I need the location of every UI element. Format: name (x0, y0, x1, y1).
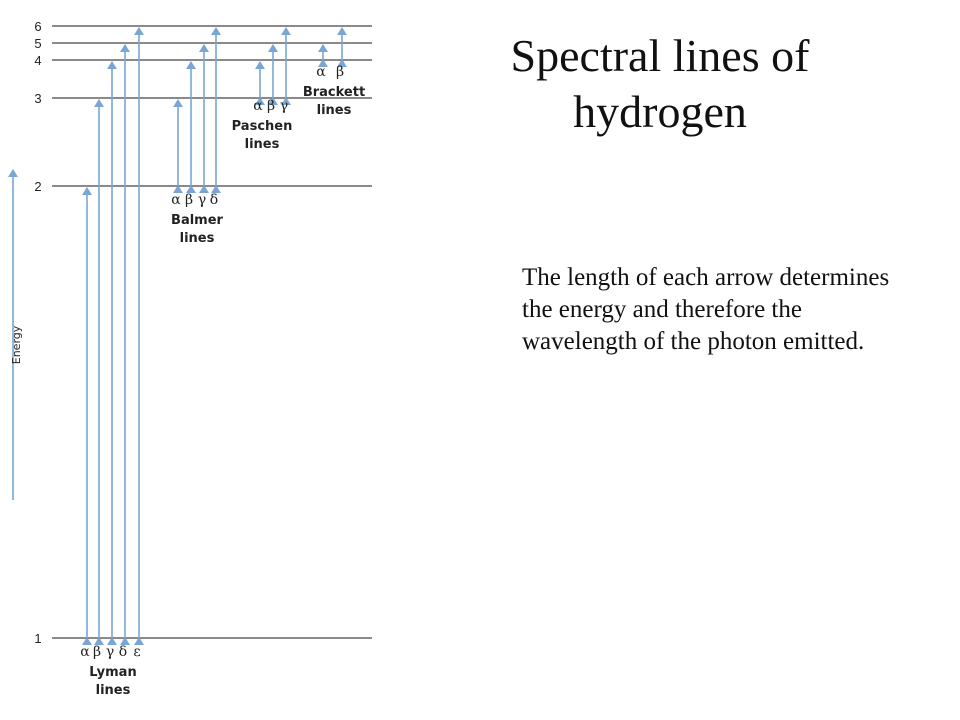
balmer-greek-label: β (185, 192, 193, 208)
lyman-greek-label: δ (119, 644, 127, 660)
slide-title-line-2: hydrogen (573, 86, 747, 137)
lyman-greek-label: ε (133, 644, 140, 660)
slide-title-line-1: Spectral lines of (510, 30, 810, 81)
energy-level-number: 2 (34, 179, 41, 194)
lyman-series-label: Lyman (89, 665, 136, 680)
energy-level-number: 3 (34, 91, 41, 106)
paschen-greek-label: β (267, 98, 275, 114)
brackett-greek-label: β (336, 64, 344, 80)
slide-title: Spectral lines of hydrogen (440, 28, 880, 140)
balmer-greek-label: δ (210, 192, 218, 208)
balmer-series-label-line2: lines (180, 231, 215, 246)
energy-axis-label: Energy (10, 325, 23, 364)
lyman-series-label-line2: lines (96, 683, 131, 698)
balmer-series-label: Balmer (171, 213, 224, 228)
brackett-series-label-line2: lines (317, 103, 352, 118)
energy-level-number: 5 (34, 36, 41, 51)
brackett-greek-label: α (316, 64, 326, 80)
lyman-greek-label: α (80, 644, 90, 660)
paschen-series-label-line2: lines (245, 137, 280, 152)
paschen-series-label: Paschen (232, 119, 293, 134)
paschen-greek-label: γ (280, 98, 288, 114)
paschen-greek-label: α (253, 98, 263, 114)
lyman-greek-label: γ (106, 644, 114, 660)
energy-level-number: 4 (34, 53, 41, 68)
slide-description: The length of each arrow determines the … (522, 264, 890, 355)
balmer-greek-label: γ (198, 192, 206, 208)
lyman-greek-label: β (93, 644, 101, 660)
brackett-series-label: Brackett (303, 85, 365, 100)
energy-level-number: 6 (34, 19, 41, 34)
energy-level-number: 1 (34, 631, 41, 646)
balmer-greek-label: α (171, 192, 181, 208)
